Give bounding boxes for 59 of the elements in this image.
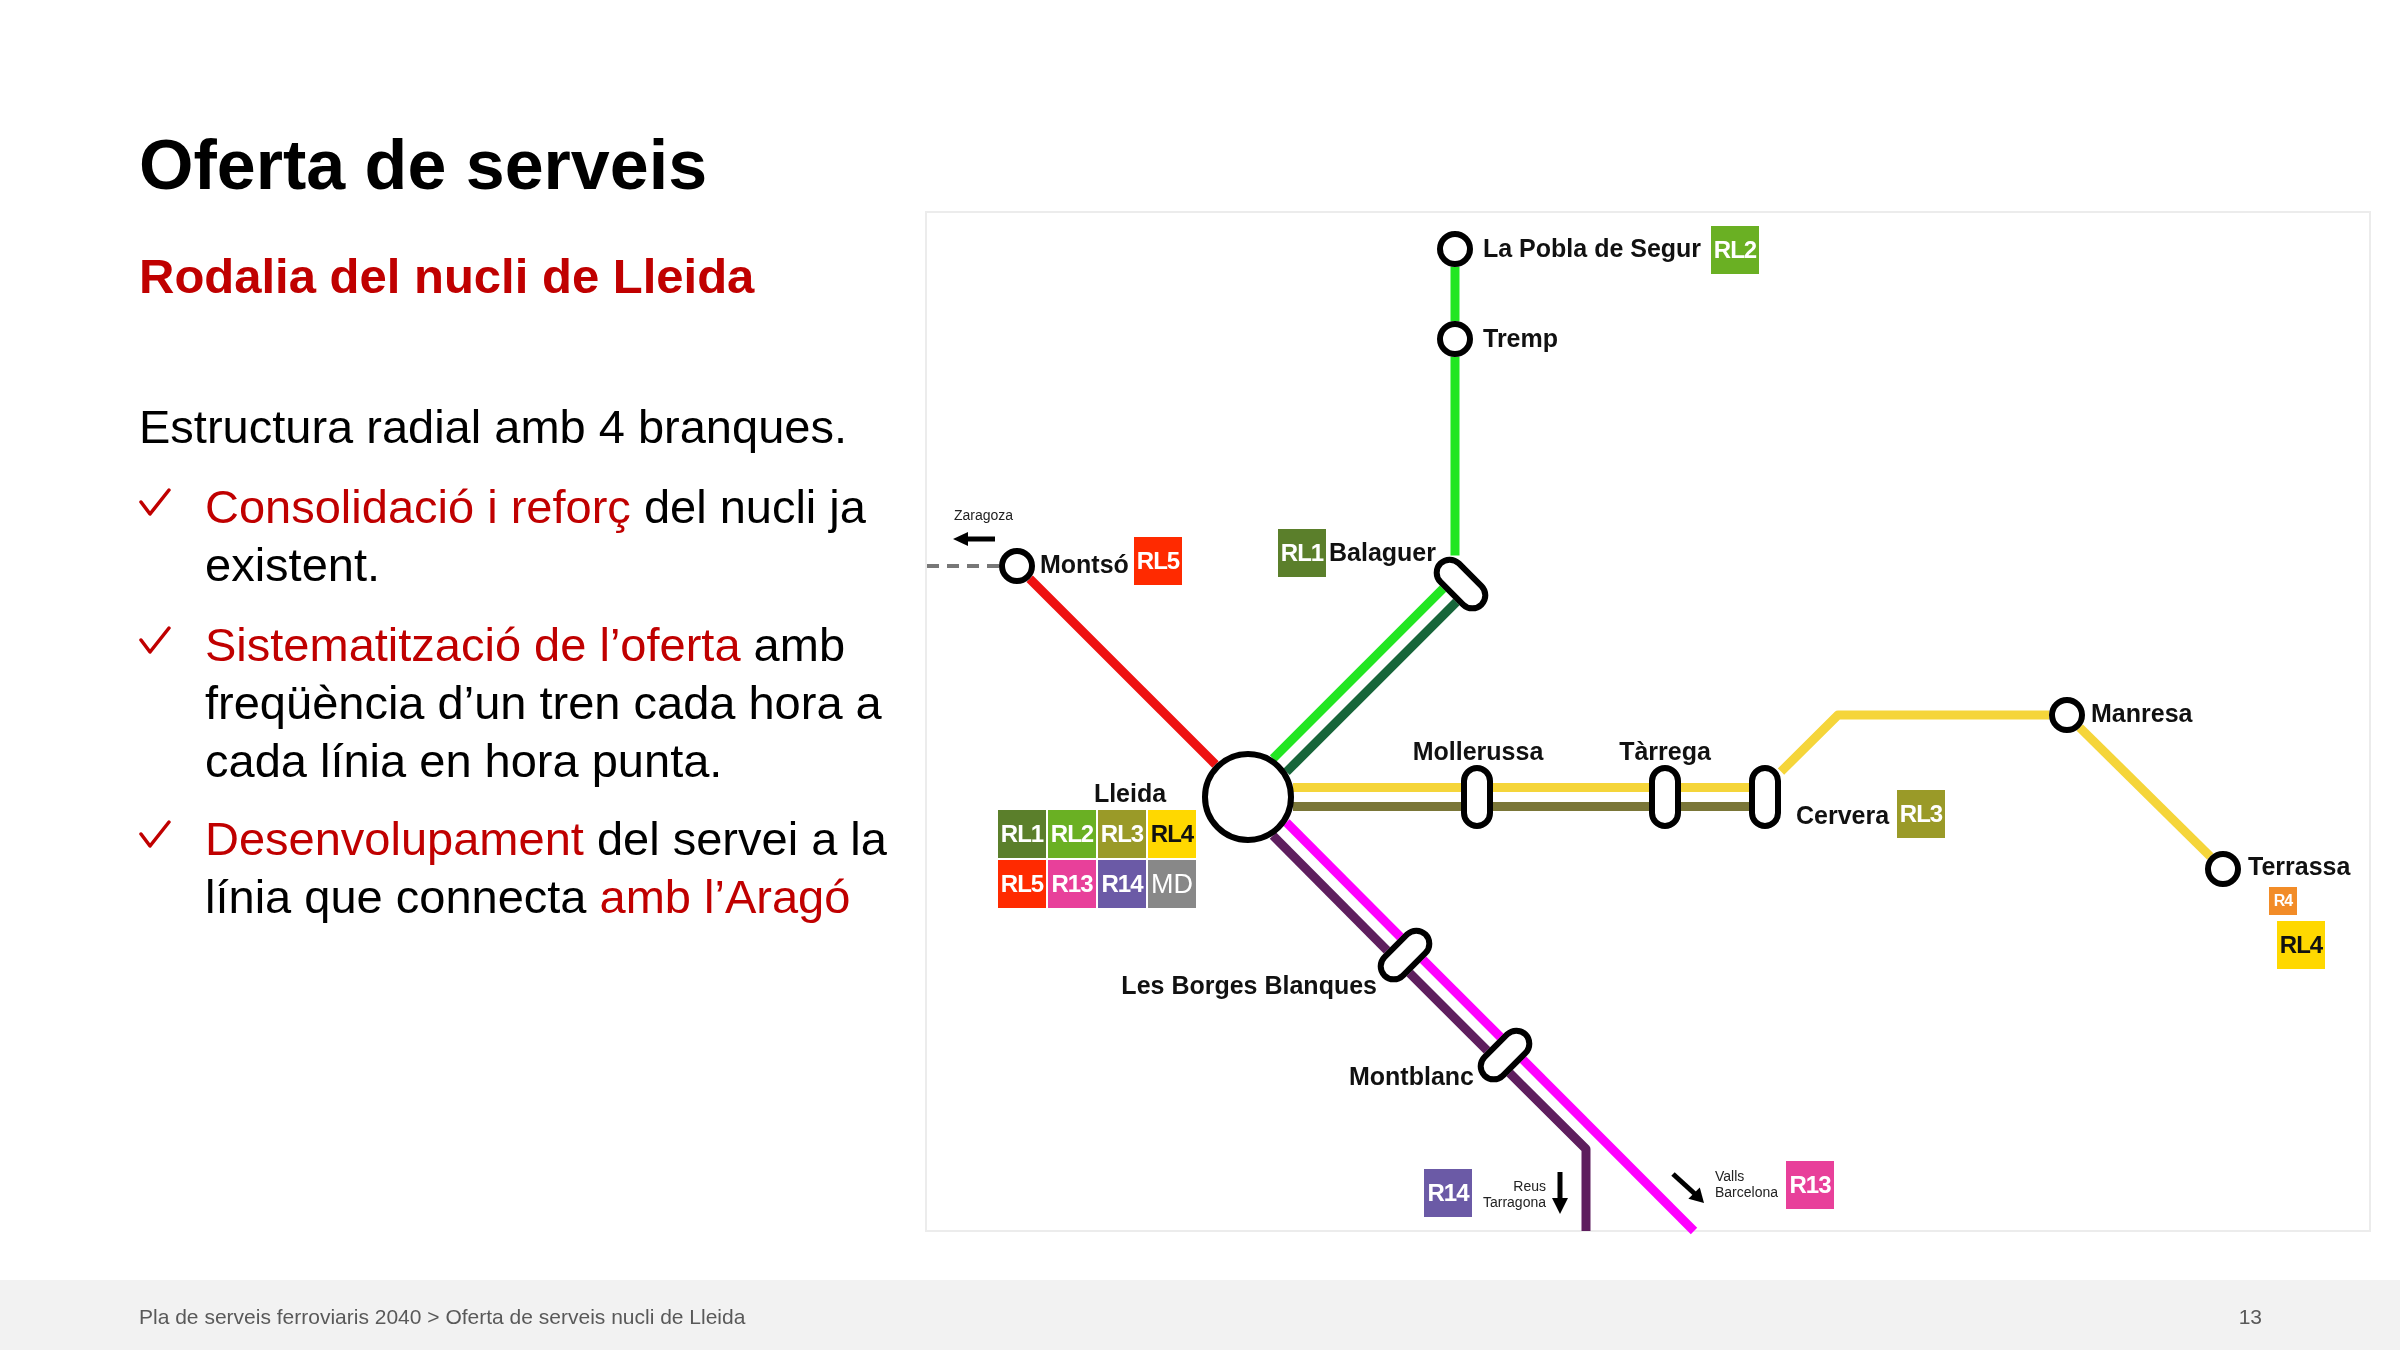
station-name: Lleida: [1093, 781, 1167, 806]
bullet-text: Desenvolupament del servei a la línia que connecta amb l’Aragó: [205, 811, 888, 925]
station-name: Montblanc: [1349, 1064, 1474, 1089]
rail-line: [1406, 969, 1491, 1054]
line-badge: R13: [1048, 860, 1096, 908]
line-badge: RL1: [998, 810, 1046, 858]
line-badge: RL4: [2277, 921, 2325, 969]
rail-line: [1493, 802, 1649, 811]
rail-line: [1506, 1069, 1591, 1231]
line-badge: RL5: [1134, 537, 1182, 585]
bullet-text: Sistematització de l’oferta amb freqüència d’un tren cada hora a cada línia en hora punta.: [205, 617, 883, 789]
page-number: 13: [2238, 1306, 2262, 1327]
destination-label: Reus Tarragona: [1482, 1178, 1546, 1210]
footer-text: Pla de serveis ferroviaris 2040 > Oferta de serveis nucli de Lleida: [139, 1306, 746, 1327]
line-badge: R4: [2269, 887, 2297, 915]
line-badge: R13: [1786, 1161, 1834, 1209]
slide-title: Oferta de serveis: [139, 130, 708, 200]
line-badge: RL1: [1278, 529, 1326, 577]
intro-text: Estructura radial amb 4 branques.: [139, 399, 847, 455]
rail-line: [1450, 357, 1460, 556]
line-badge: RL2: [1711, 226, 1759, 274]
rail-line: [1450, 267, 1460, 321]
station-name: Tàrrega: [1619, 739, 1711, 764]
rail-line: [1283, 598, 1460, 776]
line-badge: MD: [1148, 860, 1196, 908]
rail-line: [1493, 783, 1649, 792]
line-badge: RL4: [1148, 810, 1196, 858]
destination-label: Zaragoza: [954, 508, 1014, 522]
station-name: Montsó: [1040, 552, 1129, 577]
rail-line: [1681, 783, 1749, 792]
line-badge: R14: [1424, 1169, 1472, 1217]
station-name: Terrassa: [2248, 854, 2351, 879]
station-name: Cervera: [1796, 803, 1890, 828]
station-name: Manresa: [2091, 701, 2193, 726]
rail-line: [1419, 956, 1504, 1041]
destination-label: Valls Barcelona: [1715, 1168, 1779, 1200]
line-badge: R14: [1098, 860, 1146, 908]
station-name: Mollerussa: [1412, 739, 1544, 764]
station-name: Tremp: [1483, 326, 1559, 351]
station-name: La Pobla de Segur: [1483, 236, 1702, 261]
rail-line: [1519, 1056, 1698, 1235]
station-name: Les Borges Blanques: [1121, 973, 1377, 998]
rail-line: [1269, 832, 1391, 954]
rail-line: [1293, 802, 1461, 811]
rail-line: [1777, 710, 2049, 775]
rail-line: [2076, 724, 2214, 860]
dashed-line: [927, 564, 999, 568]
line-badge: RL3: [1098, 810, 1146, 858]
rail-line: [1269, 585, 1447, 762]
rail-line: [1681, 802, 1749, 811]
rail-line: [1026, 575, 1219, 768]
rail-line: [1283, 819, 1404, 941]
bullet-text: Consolidació i reforç del nucli ja existent.: [205, 479, 867, 593]
line-badge: RL5: [998, 860, 1046, 908]
line-badge: RL2: [1048, 810, 1096, 858]
station-name: Balaguer: [1329, 540, 1436, 565]
rail-line: [1293, 783, 1461, 792]
subtitle: Rodalia del nucli de Lleida: [139, 252, 755, 301]
line-badge: RL3: [1897, 790, 1945, 838]
